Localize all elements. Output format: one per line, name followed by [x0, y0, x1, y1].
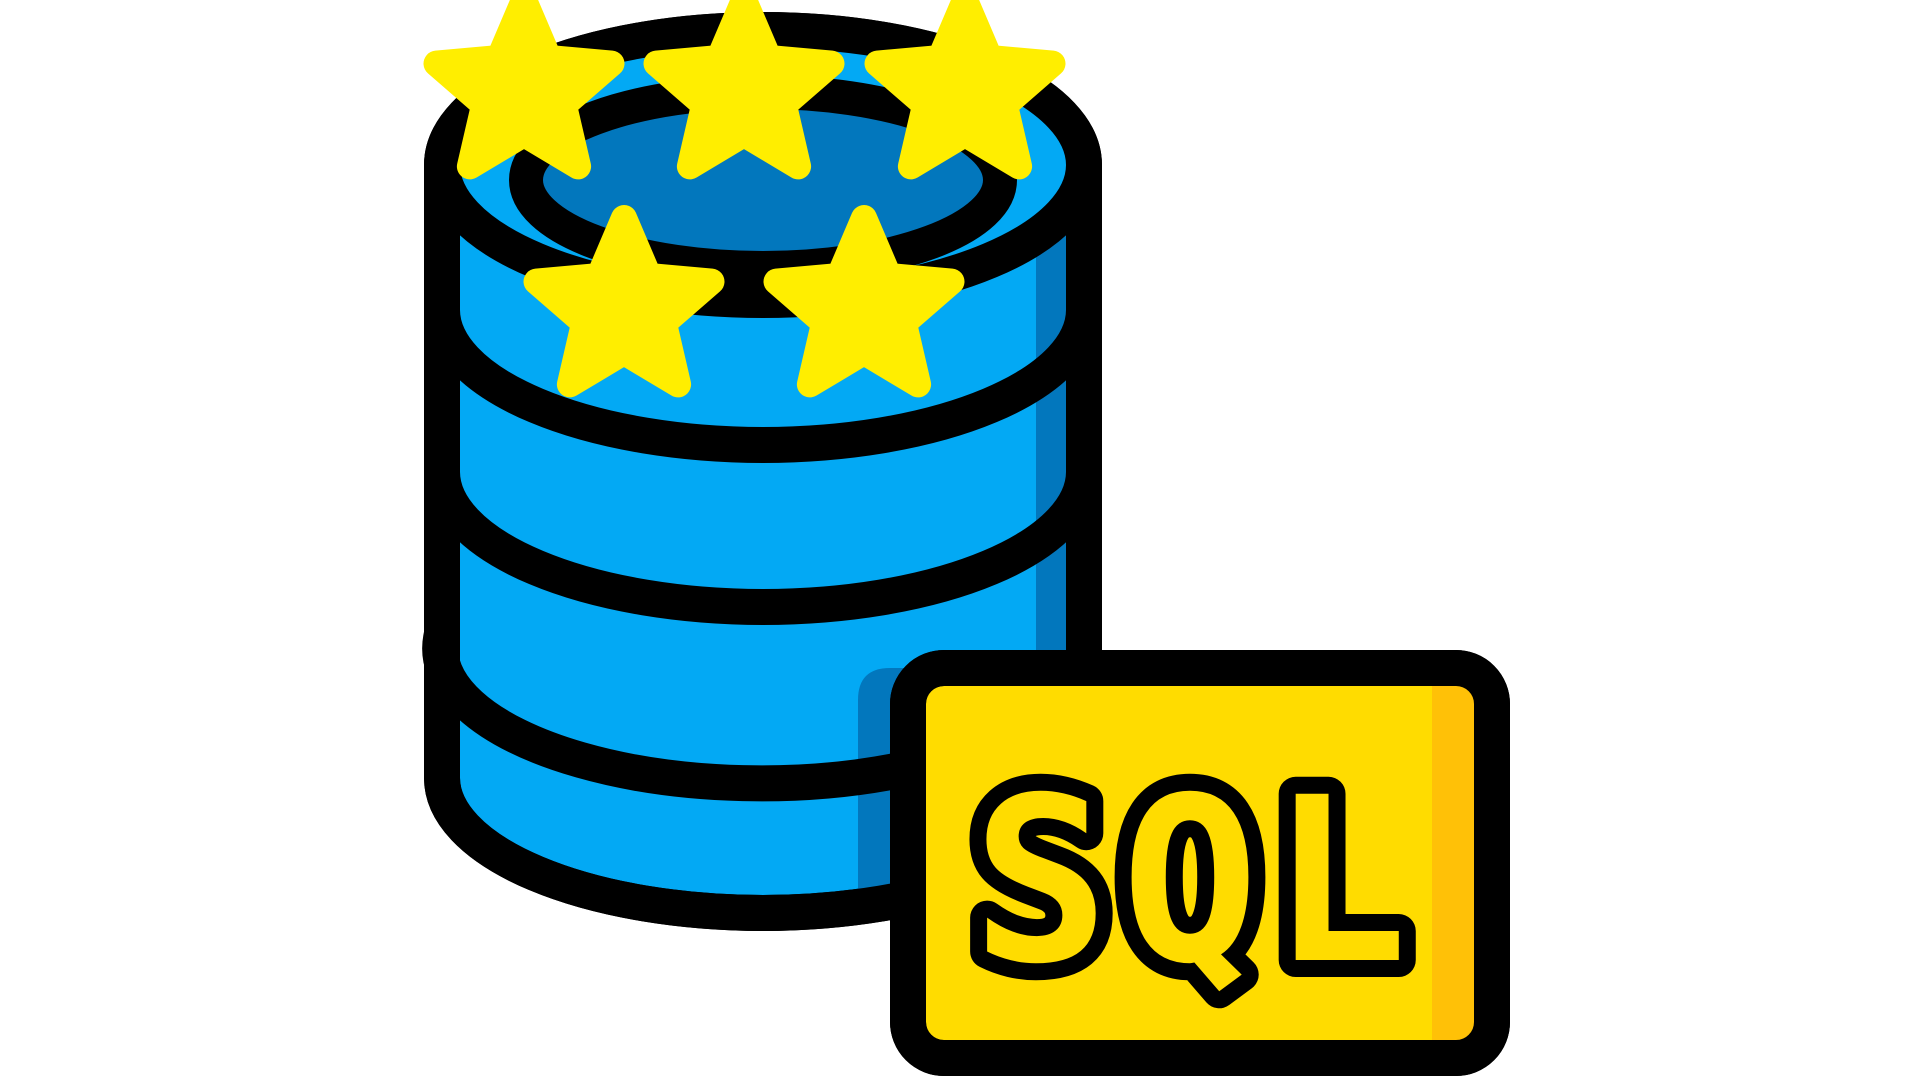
star-icon [643, 0, 845, 180]
sql-badge-icon: SQL [890, 650, 1510, 1076]
star-icon [423, 0, 625, 180]
database-band-2 [424, 471, 1102, 625]
database-band-1 [424, 309, 1102, 463]
star-icon [763, 205, 965, 398]
rating-stars [423, 0, 1066, 398]
star-icon [864, 0, 1066, 180]
database-band-3 [422, 629, 914, 802]
sql-badge-shade [1432, 686, 1474, 1040]
sql-badge-label: SQL [972, 748, 1420, 1014]
star-icon [523, 205, 725, 398]
database-shade [1036, 150, 1066, 780]
